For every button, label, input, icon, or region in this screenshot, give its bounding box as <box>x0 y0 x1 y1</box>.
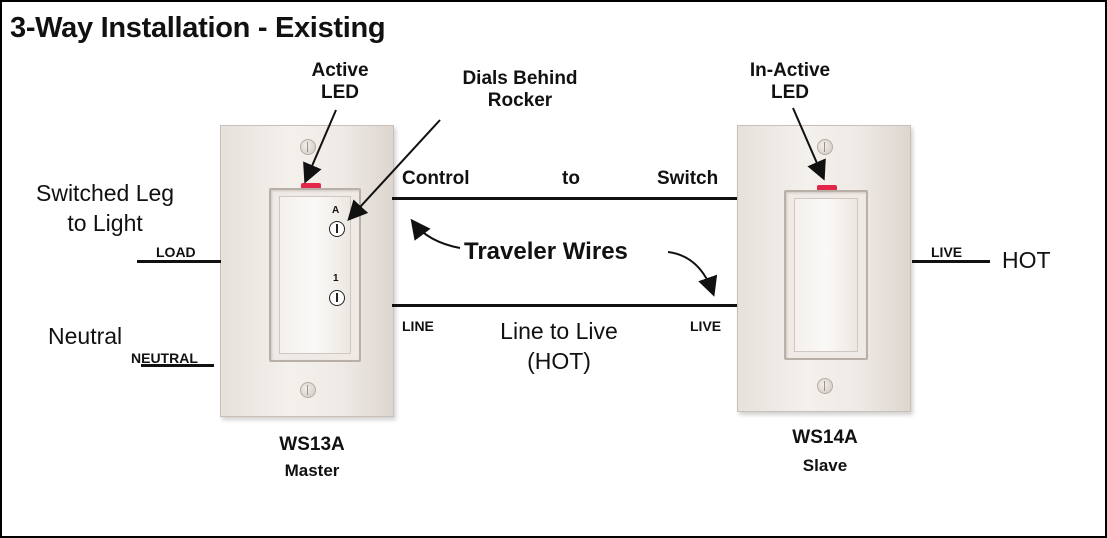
switched-leg-line1: Switched Leg <box>36 180 175 206</box>
master-rocker-frame: A 1 <box>269 188 361 362</box>
slave-model: WS14A <box>792 427 858 448</box>
traveler-wires-label: Traveler Wires <box>464 238 628 265</box>
neutral-terminal-label: NEUTRAL <box>131 350 198 366</box>
master-top-screw <box>300 139 316 155</box>
traveler-arrow-left <box>410 218 461 249</box>
slave-switch-plate <box>737 125 911 412</box>
dials-line2: Rocker <box>487 90 553 111</box>
active-led-arrow <box>303 109 337 184</box>
line-to-live-line1: Line to Live <box>500 318 618 344</box>
master-active-led <box>301 183 321 189</box>
diagram-title: 3-Way Installation - Existing <box>10 12 386 44</box>
slave-bottom-screw <box>817 378 833 394</box>
master-rocker: A 1 <box>279 196 351 354</box>
to-label: to <box>562 168 580 189</box>
inactive-led-line2: LED <box>771 82 809 103</box>
control-label: Control <box>402 168 470 189</box>
live-terminal-left-label: LIVE <box>690 318 722 334</box>
line-terminal-label: LINE <box>402 318 434 334</box>
master-role: Master <box>284 461 340 480</box>
dials-line1: Dials Behind <box>462 68 578 89</box>
slave-rocker <box>794 198 858 352</box>
switched-leg-label: Switched Leg to Light <box>36 178 174 238</box>
dial-a-icon <box>329 221 345 237</box>
hot-wire <box>912 260 990 263</box>
traveler-wire-top <box>392 197 737 200</box>
master-bottom-screw <box>300 382 316 398</box>
neutral-wire <box>141 364 214 367</box>
dials-behind-rocker-label: Dials Behind Rocker <box>440 68 600 112</box>
slave-rocker-frame <box>784 190 868 360</box>
hot-label: HOT <box>1002 247 1051 273</box>
load-wire <box>137 260 221 263</box>
slave-role: Slave <box>802 456 848 475</box>
dial-a-label: A <box>332 205 340 216</box>
slave-model-label: WS14A Slave <box>765 424 885 480</box>
dials-arrow <box>347 119 441 221</box>
active-led-line2: LED <box>321 82 359 103</box>
slave-inactive-led <box>817 185 837 191</box>
line-to-live-label: Line to Live (HOT) <box>484 316 634 376</box>
master-model-label: WS13A Master <box>252 432 372 484</box>
inactive-led-label: In-Active LED <box>735 60 845 104</box>
neutral-label: Neutral <box>48 323 123 349</box>
switch-label: Switch <box>657 168 719 189</box>
switched-leg-line2: to Light <box>67 210 143 236</box>
slave-top-screw <box>817 139 833 155</box>
dial-1-label: 1 <box>333 273 339 284</box>
dial-1-icon <box>329 290 345 306</box>
active-led-line1: Active <box>311 60 369 81</box>
inactive-led-arrow <box>792 107 826 181</box>
live-terminal-right-label: LIVE <box>931 244 963 260</box>
active-led-label: Active LED <box>305 60 375 104</box>
traveler-wire-bottom <box>392 304 737 307</box>
line-to-live-line2: (HOT) <box>527 348 591 374</box>
load-terminal-label: LOAD <box>156 244 196 260</box>
traveler-arrow-right <box>667 251 718 297</box>
inactive-led-line1: In-Active <box>749 60 831 81</box>
master-model: WS13A <box>279 434 345 455</box>
